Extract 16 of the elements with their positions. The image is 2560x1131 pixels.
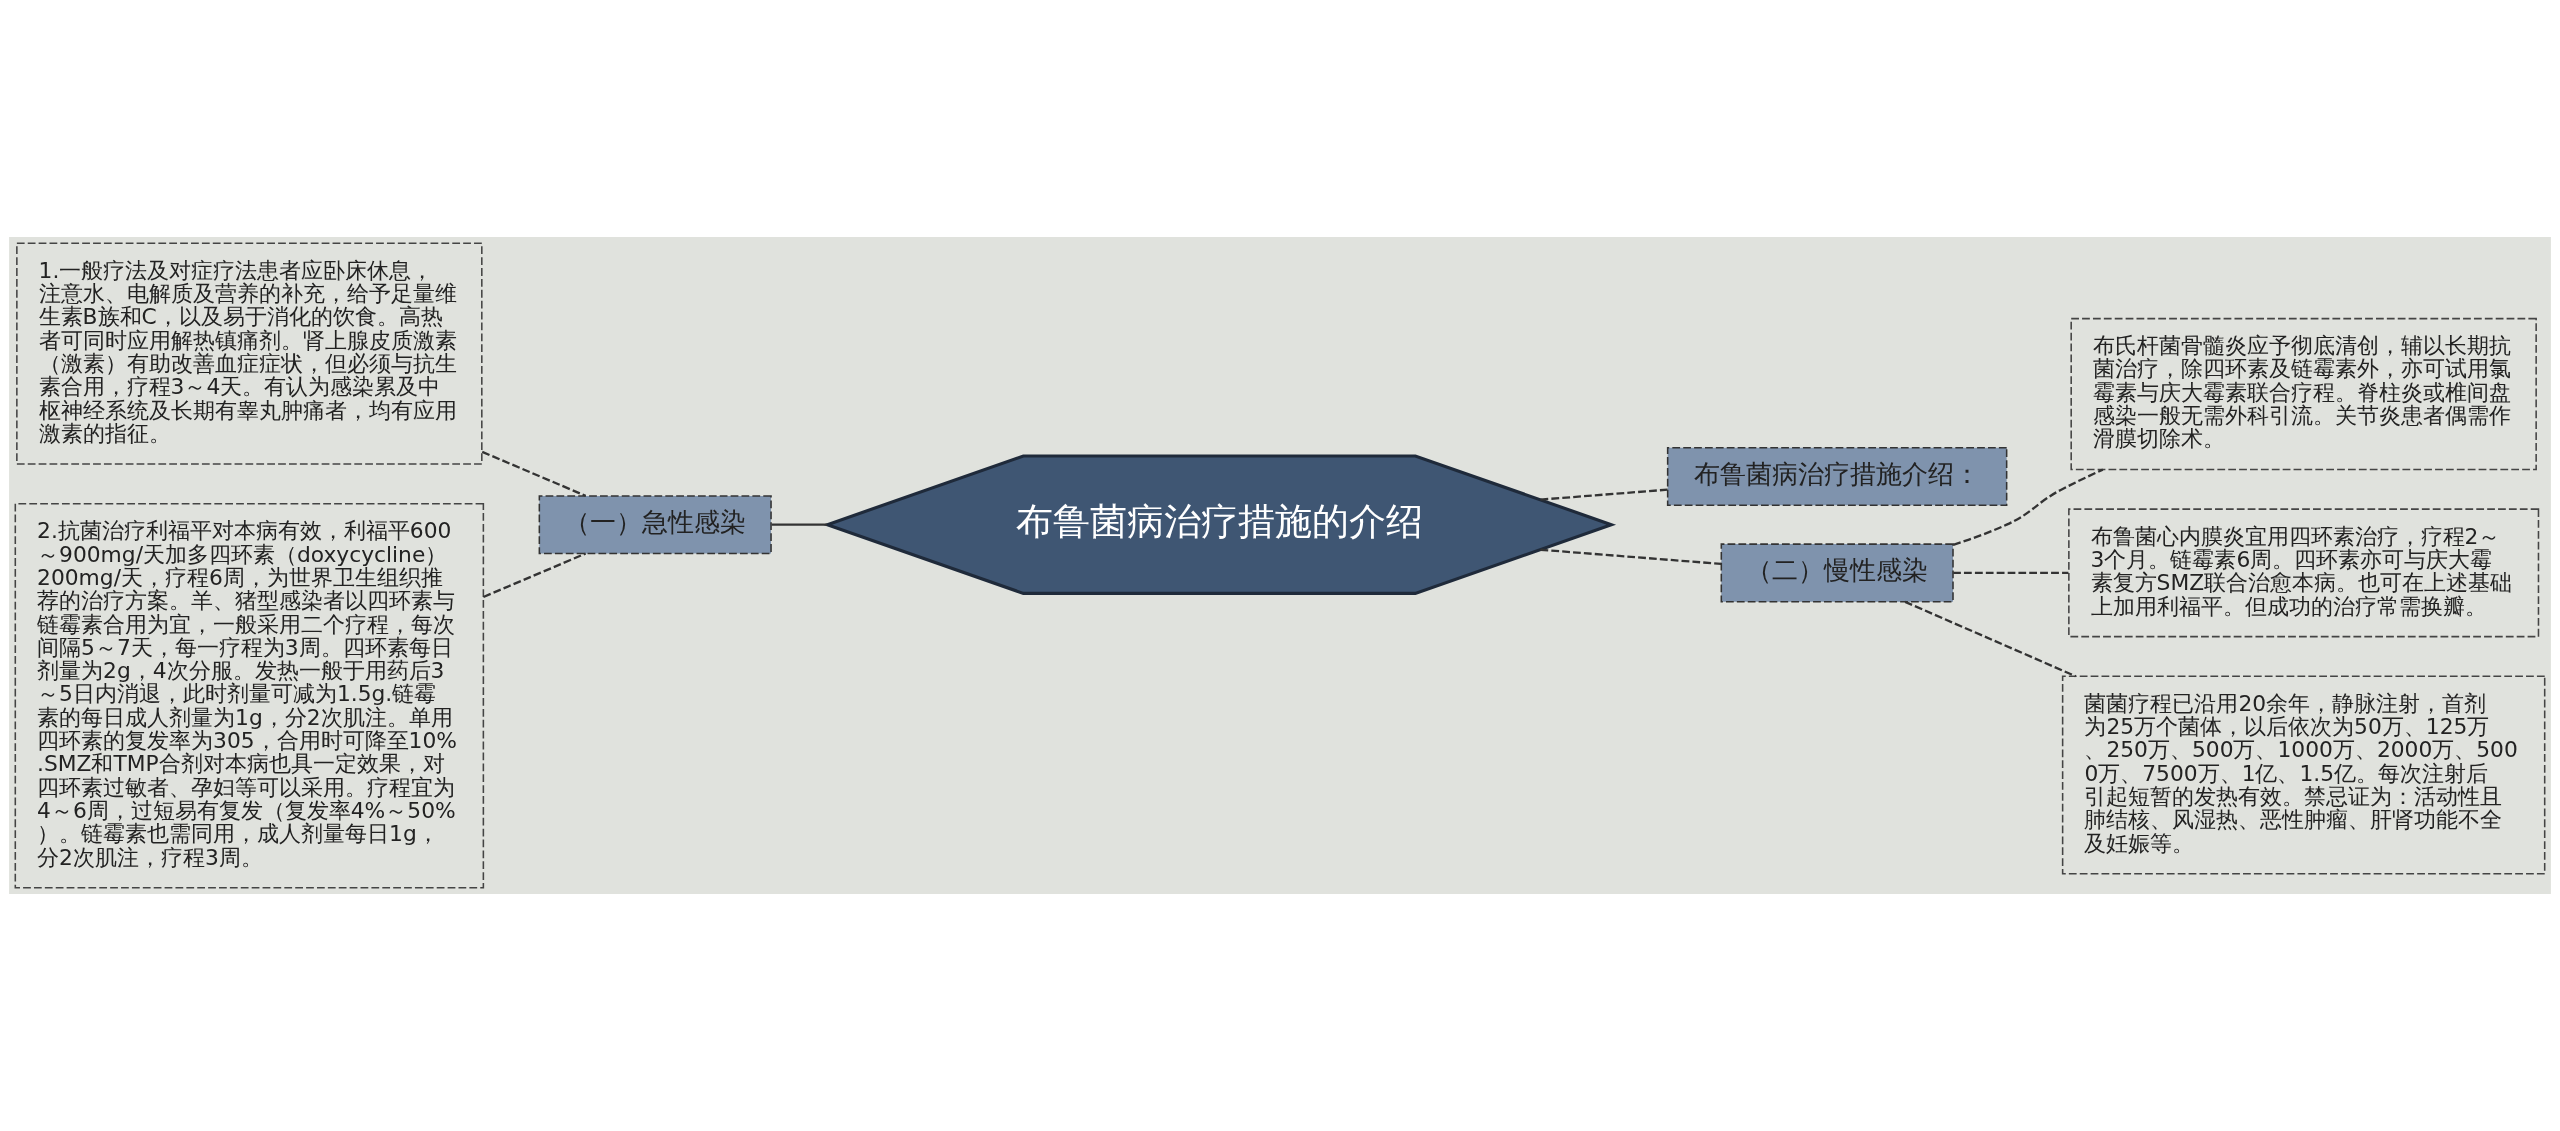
node-box: 菌菌疗程已沿用20余年，静脉注射，首剂为25万个菌体，以后依次为50万、125万、250万、500万、1000万、2000万、5000万、7500万、1亿、1.5亿。每次注射后引起短暂的发热有效。禁忌证为：活动性且肺结核、风湿热、恶性肿瘤、肝肾功能不全及妊娠等。 xyxy=(2061,675,2546,875)
node-box: （二）慢性感染 xyxy=(1720,543,1954,603)
connector xyxy=(482,552,587,599)
node-box: 1.一般疗法及对症疗法患者应卧床休息，注意水、电解质及营养的补充，给予足量维生素B族和C，以及易于消化的饮食。高热者可同时应用解热镇痛剂。肾上腺皮质激素（激素）有助改善血症症状，但必须与抗生素合用，疗程3～4天。有认为感染累及中枢神经系统及长期有睾丸肿痛者，均有应用激素的指征。 xyxy=(16,242,483,465)
connector xyxy=(771,523,828,526)
connector xyxy=(1904,600,2077,678)
node-box: 布鲁菌心内膜炎宜用四环素治疗，疗程2～3个月。链霉素6周。四环素亦可与庆大霉素复方SMZ联合治愈本病。也可在上述基础上加用利福平。但成功的治疗常需换瓣。 xyxy=(2068,508,2540,638)
connector xyxy=(1953,571,2069,575)
connector xyxy=(1540,548,1722,566)
node-box: 布鲁菌病治疗措施介绍： xyxy=(1666,446,2008,506)
connector xyxy=(1540,488,1668,501)
node-box: 布氏杆菌骨髓炎应予彻底清创，辅以长期抗菌治疗，除四环素及链霉素外，亦可试用氯霉素与庆大霉素联合疗程。脊柱炎或椎间盘感染一般无需外科引流。关节炎患者偶需作滑膜切除术。 xyxy=(2070,317,2537,471)
node-box: 2.抗菌治疗利福平对本病有效，利福平600～900mg/天加多四环素（doxycycline）200mg/天，疗程6周，为世界卫生组织推荐的治疗方案。羊、猪型感染者以四环素与链霉素合用为宜，一般采用二个疗程，每次间隔5～7天，每一疗程为3周。四环素每日剂量为2g，4次分服。发热一般于用药后3～5日内消退，此时剂量可减为1.5g.链霉素的每日成人剂量为1g，分2次肌注。单用四环素的复发率为305，合用时可降至10%.SMZ和TMP合剂对本病也具一定效果，对四环素过敏者、孕妇等可以采用。疗程宜为4～6周，过短易有复发（复发率4%～50%）。链霉素也需同用，成人剂量每日1g，分2次肌注，疗程3周。 xyxy=(14,502,485,889)
connector xyxy=(481,450,587,497)
node-box: （一）急性感染 xyxy=(538,495,772,555)
connector xyxy=(1952,468,2104,546)
